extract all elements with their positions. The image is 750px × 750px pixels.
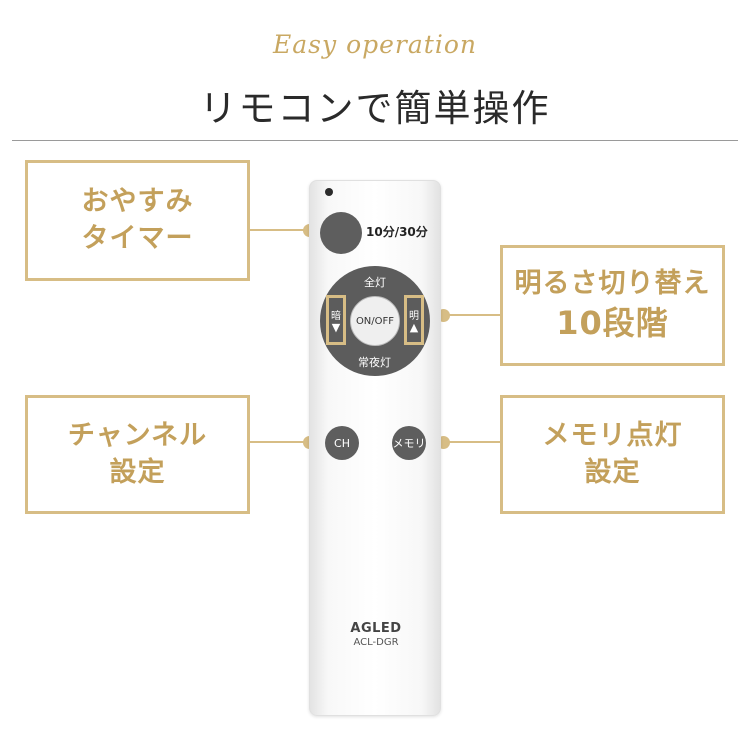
callout-brightness-line2: 10段階: [556, 304, 669, 343]
callout-brightness-line1: 明るさ切り替え: [514, 267, 711, 299]
ch-button[interactable]: CH: [325, 426, 359, 460]
script-title: Easy operation: [273, 30, 477, 59]
title-divider: [12, 140, 738, 141]
leader-sleep-timer: [250, 229, 308, 231]
callout-memory-line1: メモリ点灯: [542, 420, 683, 452]
callout-sleep-timer-line2: タイマー: [81, 222, 194, 254]
callout-memory: メモリ点灯 設定: [500, 395, 725, 514]
callout-channel: チャンネル 設定: [25, 395, 250, 514]
sleep-timer-button[interactable]: [320, 212, 362, 254]
dim-arrow-icon: ▼: [331, 320, 341, 334]
timer-button-label: 10分/30分: [366, 225, 428, 239]
dim-button[interactable]: 暗 ▼: [326, 295, 346, 345]
callout-memory-line2: 設定: [584, 456, 641, 488]
callout-sleep-timer-line1: おやすみ: [81, 186, 194, 218]
callout-channel-line1: チャンネル: [67, 420, 208, 452]
leader-channel: [250, 441, 308, 443]
page-title: リモコンで簡単操作: [199, 87, 551, 130]
led-indicator: [325, 188, 333, 196]
dim-label: 暗: [331, 310, 341, 322]
main-dial: 全灯 ON/OFF 常夜灯 暗 ▼ 明 ▲: [320, 266, 430, 376]
brighten-button[interactable]: 明 ▲: [404, 295, 424, 345]
leader-memory: [443, 441, 500, 443]
leader-brightness: [443, 314, 500, 316]
night-light-button[interactable]: 常夜灯: [358, 356, 391, 369]
memory-button[interactable]: メモリ: [392, 426, 426, 460]
bright-arrow-icon: ▲: [409, 320, 419, 334]
model-number: ACL-DGR: [353, 637, 399, 648]
full-light-button[interactable]: 全灯: [364, 276, 386, 289]
on-off-button[interactable]: ON/OFF: [350, 296, 400, 346]
callout-sleep-timer: おやすみ タイマー: [25, 160, 250, 281]
callout-brightness: 明るさ切り替え 10段階: [500, 245, 725, 366]
remote-control: 10分/30分 全灯 ON/OFF 常夜灯 暗 ▼ 明 ▲ CH メモリ AGL…: [309, 180, 441, 716]
brand-logo: AGLED: [350, 621, 402, 636]
callout-channel-line2: 設定: [109, 456, 166, 488]
bright-label: 明: [409, 310, 419, 322]
